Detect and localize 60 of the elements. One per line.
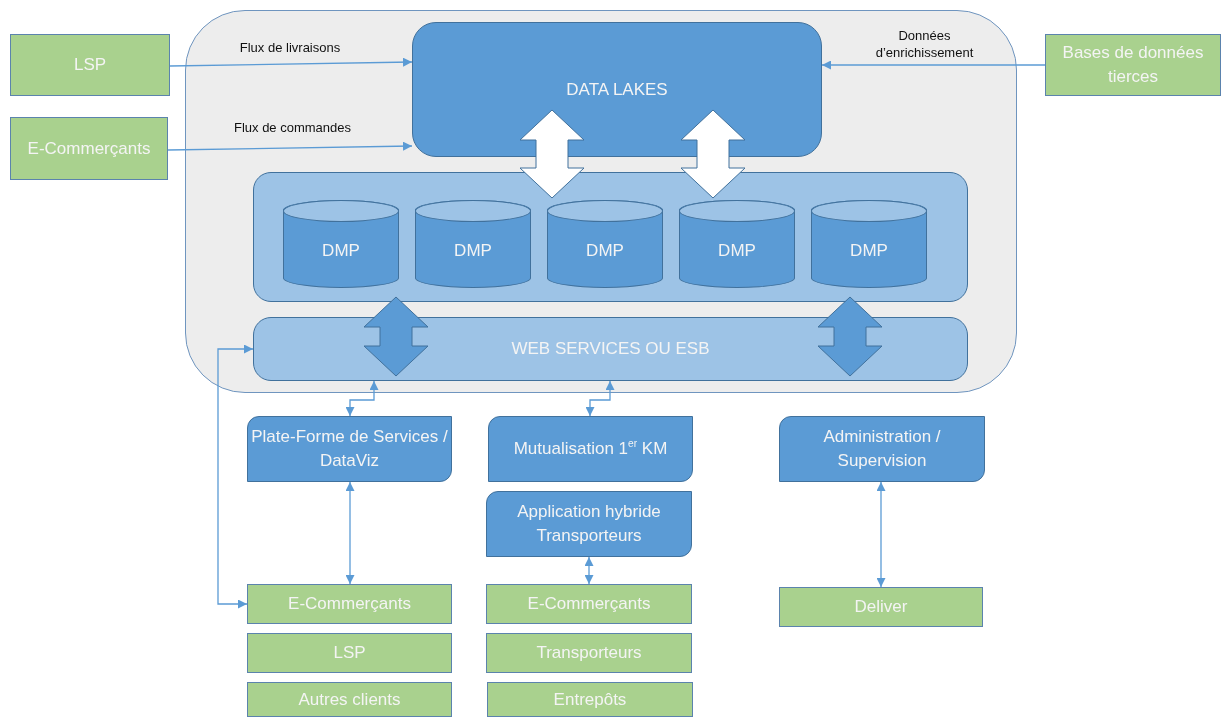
entity-box — [779, 587, 983, 627]
entity-box — [1045, 34, 1221, 96]
block-arrow — [680, 109, 746, 199]
node-label: DMP — [586, 240, 624, 263]
node-label: Administration / Supervision — [822, 426, 942, 472]
node-label: Plate-Forme de Services / DataViz — [250, 426, 449, 472]
process-box — [488, 416, 693, 482]
node-label: Transporteurs — [536, 642, 642, 665]
node-label: Deliver — [854, 596, 908, 619]
database-cylinder — [283, 200, 399, 288]
node-label: Bases de données tierces — [1061, 42, 1205, 88]
arrow — [345, 380, 379, 417]
block-arrow — [817, 296, 883, 377]
database-cylinder — [811, 200, 927, 288]
entity-box — [247, 633, 452, 673]
edge-label: Données d’enrichissement — [874, 28, 975, 62]
node-label: E-Commerçants — [27, 137, 151, 160]
node-label: Application hybride Transporteurs — [516, 501, 662, 547]
entity-box — [247, 584, 452, 624]
node-label: E-Commerçants — [527, 593, 651, 616]
block-arrow — [519, 109, 585, 199]
arrow — [345, 481, 355, 585]
arrow — [169, 57, 413, 67]
node-label: Entrepôts — [553, 688, 627, 711]
node-label: Autres clients — [298, 688, 401, 711]
node-label: LSP — [73, 54, 107, 77]
entity-box — [10, 117, 168, 180]
node-label: WEB SERVICES OU ESB — [511, 338, 710, 361]
edge-label: Flux de livraisons — [238, 40, 342, 57]
entity-box — [486, 633, 692, 673]
node-label: DMP — [454, 240, 492, 263]
process-box — [247, 416, 452, 482]
arrow — [876, 481, 886, 588]
platform-container — [185, 10, 1017, 393]
block-arrow — [363, 296, 429, 377]
arrow — [217, 344, 254, 609]
database-cylinder — [547, 200, 663, 288]
arrow — [585, 380, 615, 417]
database-cylinder — [415, 200, 531, 288]
process-box — [779, 416, 985, 482]
arrow — [584, 556, 594, 585]
node-label: DATA LAKES — [566, 78, 668, 101]
dmp-panel — [253, 172, 968, 302]
process-box — [486, 491, 692, 557]
service-bus-band — [253, 317, 968, 381]
entity-box — [247, 682, 452, 717]
node-label: E-Commerçants — [288, 593, 411, 616]
entity-box — [486, 584, 692, 624]
node-label: DMP — [718, 240, 756, 263]
node-label: Mutualisation 1$^{er}$ KM — [513, 437, 668, 461]
arrow — [167, 141, 413, 151]
arrow — [821, 60, 1046, 70]
node-label: DMP — [850, 240, 888, 263]
node-label: DMP — [322, 240, 360, 263]
data-lake-box — [412, 22, 822, 157]
database-cylinder — [679, 200, 795, 288]
entity-box — [487, 682, 693, 717]
node-label: LSP — [333, 642, 366, 665]
edge-label: Flux de commandes — [232, 120, 353, 137]
entity-box — [10, 34, 170, 96]
